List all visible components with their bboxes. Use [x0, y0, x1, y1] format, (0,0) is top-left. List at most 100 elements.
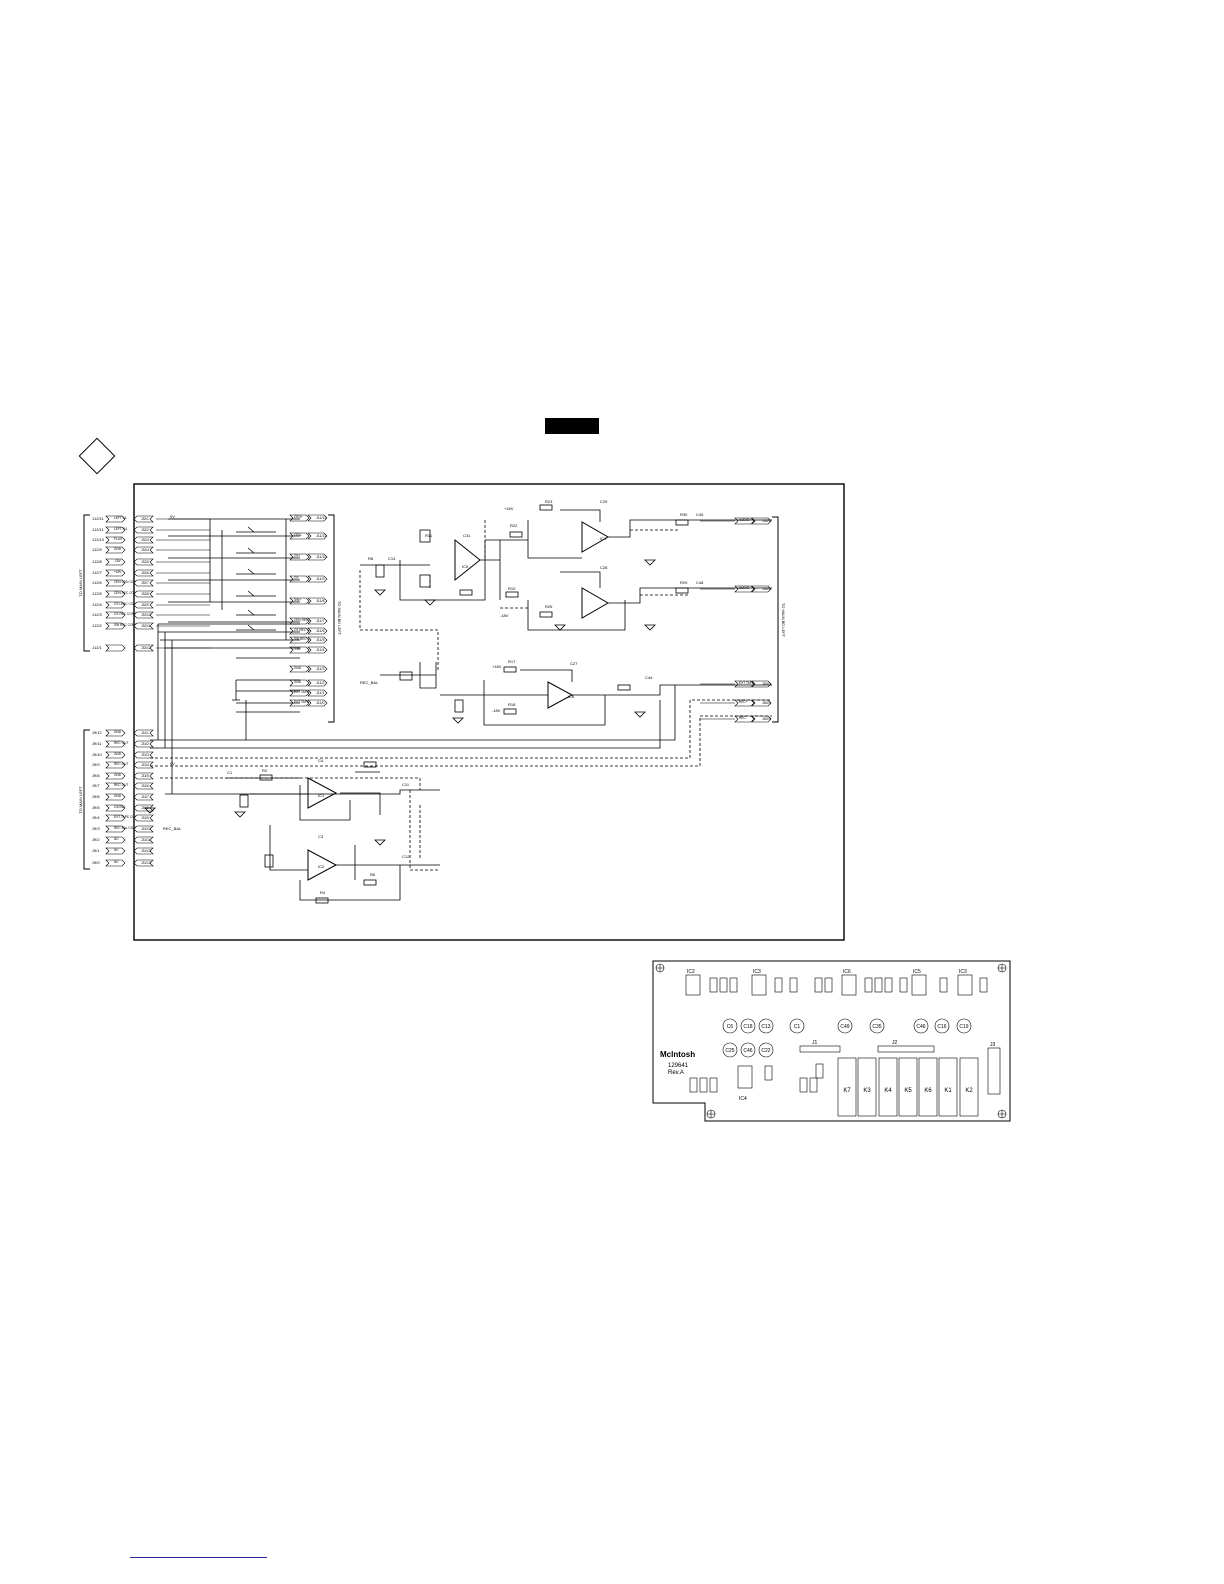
connector-name: SW REC CONTROL — [114, 623, 143, 627]
connector-pin — [133, 601, 154, 609]
pcb-resistor — [699, 1077, 708, 1093]
connector-pin — [307, 699, 328, 707]
connector-pin — [307, 646, 328, 654]
connector-ref: J12/10 — [92, 537, 105, 542]
pcb-header-label: J3 — [990, 1042, 996, 1048]
connector-name: SW REC CONTROL — [294, 637, 323, 641]
component-label: C27 — [570, 661, 578, 666]
component-label: IC5 — [462, 564, 469, 569]
connector-name: SW+ — [294, 598, 301, 602]
pcb-relay-label: K2 — [965, 1088, 973, 1094]
component-label: R29 — [680, 580, 688, 585]
pcb-header-label: J2 — [892, 1040, 898, 1046]
connector-ref: J9/7 — [92, 783, 100, 788]
connector-ref: J11/8 — [316, 599, 325, 603]
page-tab-marker — [545, 418, 599, 434]
connector-pin-label: J31/4 — [141, 763, 149, 767]
pcb-relay-label: K4 — [884, 1088, 892, 1094]
connector-name: GND — [294, 680, 302, 684]
connector-pin — [133, 804, 154, 812]
pcb-resistor — [709, 1077, 718, 1093]
component-label: IC1 — [318, 793, 325, 798]
connector-pin-label: J31/9 — [141, 816, 149, 820]
connector-name: REC OUT — [114, 783, 128, 787]
connector-pin — [307, 636, 328, 644]
connector-pin-label: J32/12 — [141, 646, 151, 650]
connector-ref: J11/11 — [316, 534, 326, 538]
connector-pin-label: J32/5 — [141, 560, 149, 564]
pcb-resistor — [809, 1077, 818, 1093]
connector-ref: J9/0 — [92, 860, 100, 865]
pcb-relay — [837, 1057, 857, 1117]
connector-pin — [133, 814, 154, 822]
connector-ref: J11/10 — [316, 555, 327, 559]
connector-pin-label: J31/5 — [141, 774, 149, 778]
connector-name: REC OUT — [114, 741, 128, 745]
footer-link-underline — [130, 1557, 267, 1558]
component-label: C29 — [600, 499, 608, 504]
connector-pin-label: J31/12 — [141, 849, 151, 853]
connector-pin — [105, 644, 126, 652]
connector-name: -18V — [114, 559, 122, 563]
connector-ref: J50/1 — [762, 519, 771, 523]
connector-pin-label: J31/7 — [141, 795, 149, 799]
connector-pin-label: J32/6 — [141, 571, 149, 575]
pcb-capacitor — [934, 1018, 950, 1034]
pcb-cap-label: C13 — [761, 1024, 770, 1030]
pcb-relay — [918, 1057, 938, 1117]
connector-name: CEN+ — [294, 515, 303, 519]
component-label: R2 — [262, 768, 268, 773]
left-bracket-lower — [83, 729, 90, 870]
connector-name: +18V — [114, 570, 122, 574]
connector-pin — [105, 536, 126, 544]
pcb-capacitor — [740, 1042, 756, 1058]
pcb-header-label: J1 — [812, 1040, 818, 1046]
connector-pin — [307, 514, 328, 522]
connector-pin — [105, 622, 126, 630]
connector-pin — [133, 515, 154, 523]
component-label: C45 — [696, 512, 704, 517]
connector-pin — [133, 546, 154, 554]
connector-pin — [133, 836, 154, 844]
right-bracket — [772, 516, 779, 723]
component-label: C48 — [696, 580, 704, 585]
connector-ref: J9/12 — [92, 730, 103, 735]
pcb-relay — [959, 1057, 979, 1117]
side-label-right: TO MAIN BD LEFT — [781, 603, 786, 638]
pcb-outline — [652, 960, 1011, 1122]
connector-name: GND — [114, 773, 122, 777]
pcb-resistor — [814, 977, 823, 993]
connector-ref: J12/5 — [92, 591, 103, 596]
connector-pin — [133, 579, 154, 587]
connector-pin — [734, 585, 755, 593]
connector-pin — [289, 553, 310, 561]
connector-pin — [105, 847, 126, 855]
component-label: R25 — [545, 604, 553, 609]
connector-name: GND — [114, 794, 122, 798]
connector-ref: J9/5 — [92, 805, 100, 810]
component-label: R18 — [508, 702, 516, 707]
connector-ref: J12/1 — [92, 645, 103, 650]
connector-name: EXT TAPE CONTROL — [114, 815, 146, 819]
connector-pin — [105, 772, 126, 780]
connector-pin — [307, 665, 328, 673]
pcb-resistor — [689, 1077, 698, 1093]
connector-pin — [133, 622, 154, 630]
pcb-capacitor — [722, 1018, 738, 1034]
connector-pin — [307, 553, 328, 561]
connector-name: GND — [114, 547, 122, 551]
side-label-left-lower: TO MAIN LEFT — [78, 786, 83, 814]
connector-ref: J50/4 — [762, 701, 771, 705]
component-label: C3 — [318, 834, 324, 839]
connector-pin — [289, 689, 310, 697]
connector-ref: J9/1 — [92, 848, 100, 853]
connector-pin — [289, 665, 310, 673]
circuit-wiring — [150, 509, 772, 901]
connector-pin — [307, 689, 328, 697]
left-bracket-upper — [83, 514, 90, 652]
pcb-resistor — [899, 977, 908, 993]
connector-pin — [133, 847, 154, 855]
connector-ref: J9/9 — [92, 762, 100, 767]
connector-name: NC — [114, 837, 119, 841]
